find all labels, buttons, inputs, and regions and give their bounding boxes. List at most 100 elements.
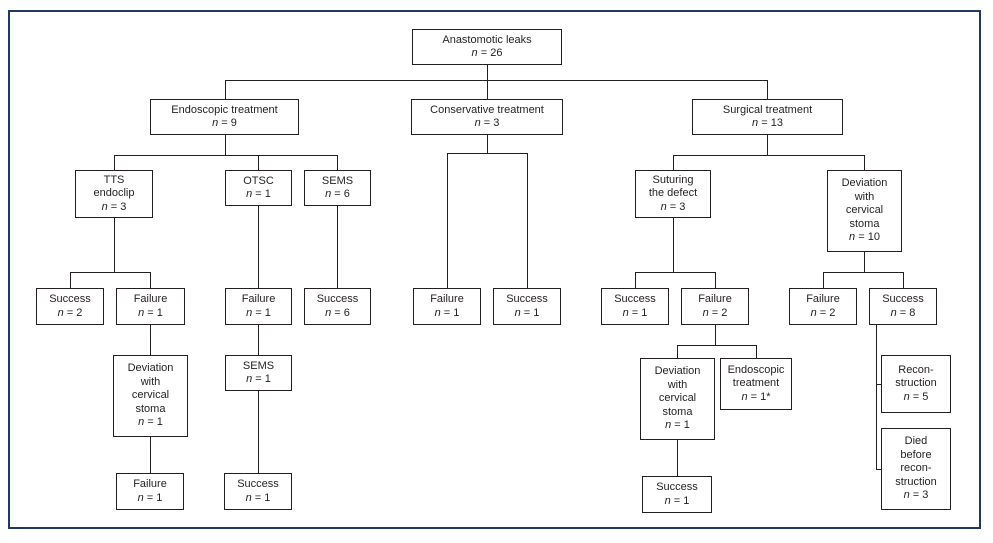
- connector-line: [903, 272, 904, 288]
- node-label: Endoscopic treatment: [171, 103, 278, 116]
- count-value: = 3: [480, 117, 500, 129]
- count-value: = 9: [218, 117, 237, 129]
- connector-line: [487, 135, 488, 153]
- connector-line: [70, 272, 71, 288]
- connector-line: [150, 325, 151, 355]
- node-otsc-failure: Failure n = 1: [225, 288, 292, 325]
- node-label: Deviation with cervical stoma: [841, 177, 888, 230]
- connector-line: [767, 135, 768, 155]
- n-symbol: n: [138, 416, 145, 429]
- node-label: Failure: [806, 293, 840, 305]
- node-count: n = 1: [665, 419, 690, 433]
- count-value: = 1: [251, 491, 271, 504]
- node-label: Failure: [133, 293, 168, 305]
- count-value: = 2: [816, 306, 836, 319]
- node-label: Conservative treatment: [430, 103, 544, 116]
- n-symbol: n: [665, 419, 672, 432]
- node-label: Success: [614, 293, 656, 305]
- count-value: = 1: [252, 306, 271, 319]
- node-count: n = 3: [102, 201, 127, 215]
- node-count: n = 9: [212, 117, 237, 131]
- connector-line: [677, 440, 678, 476]
- node-label: SEMS: [321, 174, 354, 187]
- node-count: n = 3: [475, 117, 500, 131]
- connector-line: [258, 325, 259, 355]
- count-value: = 5: [909, 390, 929, 403]
- connector-line: [70, 272, 151, 273]
- count-value: = 3: [107, 200, 127, 213]
- node-count: n = 2: [58, 307, 83, 321]
- n-symbol: n: [138, 306, 145, 319]
- n-symbol: n: [664, 494, 671, 507]
- connector-line: [114, 155, 115, 170]
- n-symbol: n: [849, 231, 856, 244]
- node-label: Recon- struction: [895, 363, 937, 390]
- node-label: Failure: [241, 293, 276, 305]
- node-label: Surgical treatment: [722, 103, 813, 116]
- count-value: = 8: [896, 306, 916, 319]
- connector-line: [715, 272, 716, 288]
- node-label: Endoscopic treatment: [727, 363, 785, 390]
- n-symbol: n: [903, 390, 910, 403]
- node-count: n = 26: [472, 47, 503, 61]
- connector-line: [673, 155, 674, 170]
- connector-line: [114, 155, 338, 156]
- node-label: Failure: [698, 293, 732, 305]
- n-symbol: n: [903, 489, 910, 502]
- connector-line: [876, 469, 882, 470]
- node-label: Success: [49, 293, 91, 305]
- node-label: Failure: [133, 478, 167, 490]
- connector-line: [673, 155, 865, 156]
- connector-line: [258, 206, 259, 288]
- n-symbol: n: [471, 47, 478, 59]
- connector-line: [823, 272, 824, 288]
- node-label: Success: [237, 478, 279, 490]
- n-symbol: n: [212, 117, 219, 129]
- connector-line: [447, 153, 528, 154]
- count-value: = 1: [628, 306, 648, 319]
- connector-line: [225, 135, 226, 155]
- connector-line: [876, 325, 877, 469]
- connector-line: [150, 272, 151, 288]
- figure-border: [8, 10, 981, 529]
- connector-line: [864, 155, 865, 170]
- connector-line: [715, 325, 716, 345]
- count-value: = 1: [144, 416, 163, 429]
- node-label: Failure: [430, 293, 464, 305]
- node-label: Success: [656, 481, 698, 493]
- node-count: n = 1: [246, 307, 271, 321]
- count-value: = 1*: [747, 390, 771, 403]
- connector-line: [225, 80, 226, 99]
- count-value: = 26: [477, 47, 503, 59]
- connector-line: [150, 437, 151, 473]
- node-label: Success: [316, 293, 359, 305]
- n-symbol: n: [101, 200, 108, 213]
- count-value: = 1: [440, 306, 460, 319]
- connector-line: [756, 345, 757, 358]
- count-value: = 3: [666, 200, 686, 213]
- count-value: = 6: [331, 188, 350, 200]
- connector-line: [337, 155, 338, 170]
- connector-line: [635, 272, 716, 273]
- count-value: = 1: [670, 494, 690, 507]
- n-symbol: n: [246, 373, 253, 385]
- count-value: = 2: [63, 306, 83, 319]
- n-symbol: n: [622, 306, 629, 319]
- node-count: n = 2: [811, 307, 836, 321]
- node-tts-success: Success n = 2: [36, 288, 104, 325]
- n-symbol: n: [702, 306, 709, 319]
- node-label: Suturing the defect: [648, 173, 698, 200]
